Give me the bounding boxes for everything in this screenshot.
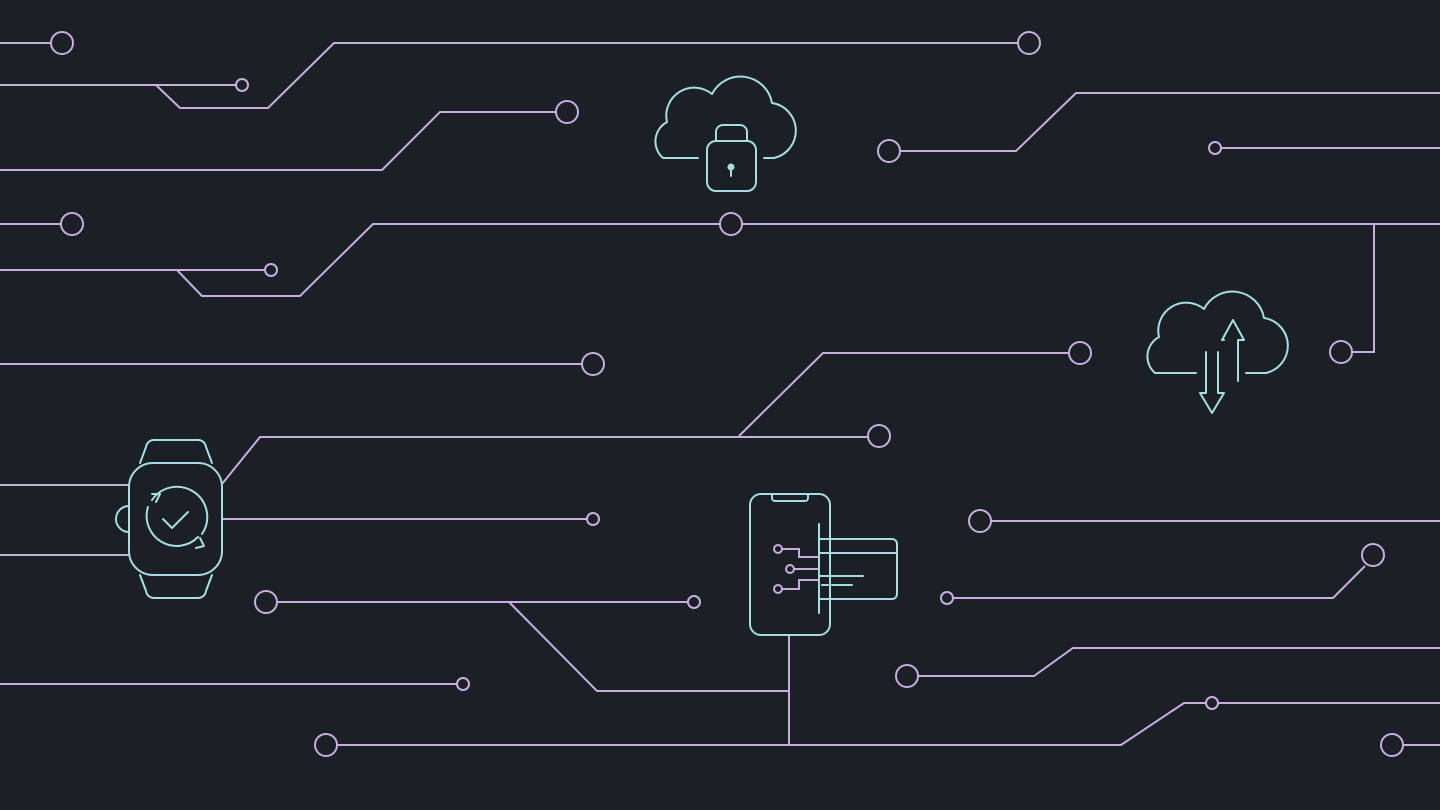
phone-card-icon [749, 493, 898, 636]
circuit-traces [0, 31, 1440, 757]
cloud-lock-icon [654, 75, 797, 192]
smartwatch-sync-icon [115, 438, 223, 600]
cloud-sync-icon [1146, 290, 1289, 414]
